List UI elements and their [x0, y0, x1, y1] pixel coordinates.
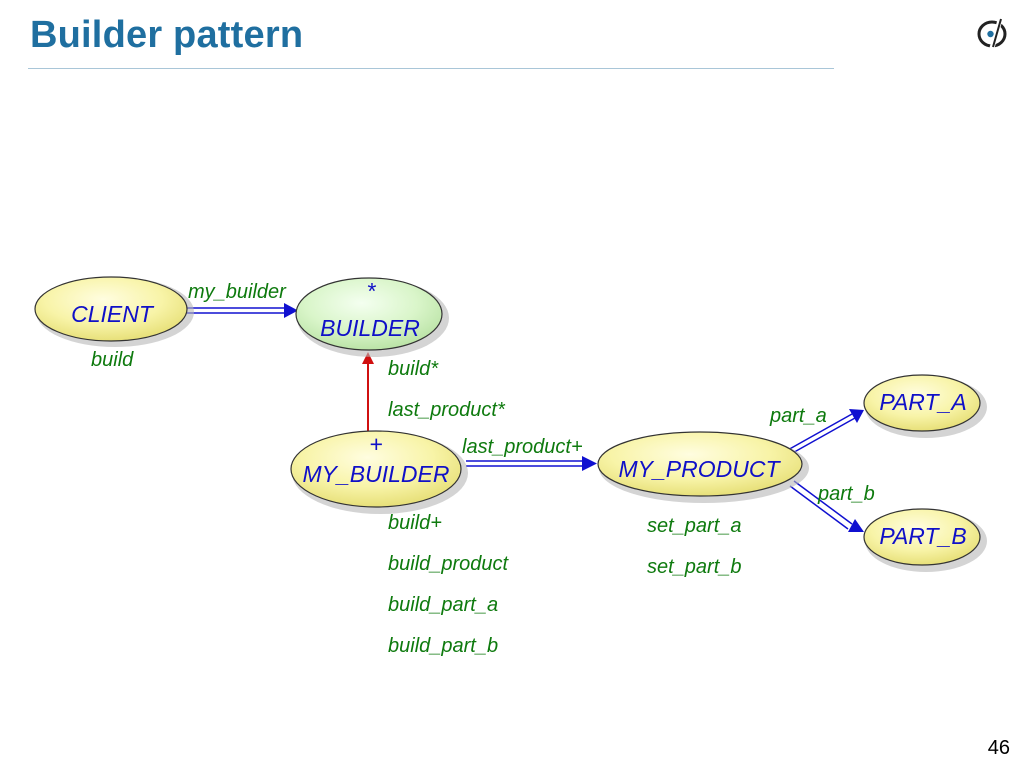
- class-node-part-b: PART_B: [863, 508, 987, 572]
- class-node-my-builder: + MY_BUILDER: [290, 430, 468, 514]
- relation-my-builder-inherits-builder: [362, 352, 374, 432]
- class-name-builder: BUILDER: [320, 315, 420, 341]
- relation-label-my-builder: my_builder: [188, 281, 287, 303]
- feature-builder-build: build*: [388, 358, 439, 380]
- page-number: 46: [987, 737, 1010, 759]
- class-name-my-builder: MY_BUILDER: [303, 461, 450, 487]
- class-name-part-a: PART_A: [879, 389, 966, 415]
- feature-my-product-set-part-b: set_part_b: [647, 556, 742, 578]
- relation-label-part-b: part_b: [817, 483, 875, 505]
- class-name-part-b: PART_B: [879, 523, 966, 549]
- class-marker-builder: *: [367, 278, 377, 304]
- class-node-part-a: PART_A: [863, 374, 987, 438]
- feature-client-build: build: [91, 349, 134, 371]
- class-name-my-product: MY_PRODUCT: [618, 456, 781, 482]
- class-node-my-product: MY_PRODUCT: [597, 431, 809, 503]
- eiffel-logo-icon: [977, 18, 1007, 49]
- feature-my-builder-build: build+: [388, 512, 442, 534]
- feature-my-product-set-part-a: set_part_a: [647, 515, 742, 537]
- feature-builder-last-product: last_product*: [388, 399, 506, 421]
- class-marker-my-builder: +: [369, 431, 382, 457]
- title-divider: [28, 68, 834, 69]
- relation-label-last-product: last_product+: [462, 436, 583, 458]
- relation-my-builder-my-product: [466, 456, 597, 471]
- relation-client-builder: [186, 303, 298, 318]
- relation-my-product-part-b: [789, 480, 864, 532]
- relation-label-part-a: part_a: [769, 405, 827, 427]
- class-node-client: CLIENT: [34, 276, 194, 347]
- class-node-builder: * BUILDER: [295, 277, 449, 357]
- relation-my-product-part-a: [785, 409, 864, 456]
- feature-my-builder-build-part-a: build_part_a: [388, 594, 498, 616]
- feature-my-builder-build-product: build_product: [388, 553, 510, 575]
- slide-title: Builder pattern: [30, 14, 304, 56]
- feature-my-builder-build-part-b: build_part_b: [388, 635, 498, 657]
- class-name-client: CLIENT: [71, 301, 155, 327]
